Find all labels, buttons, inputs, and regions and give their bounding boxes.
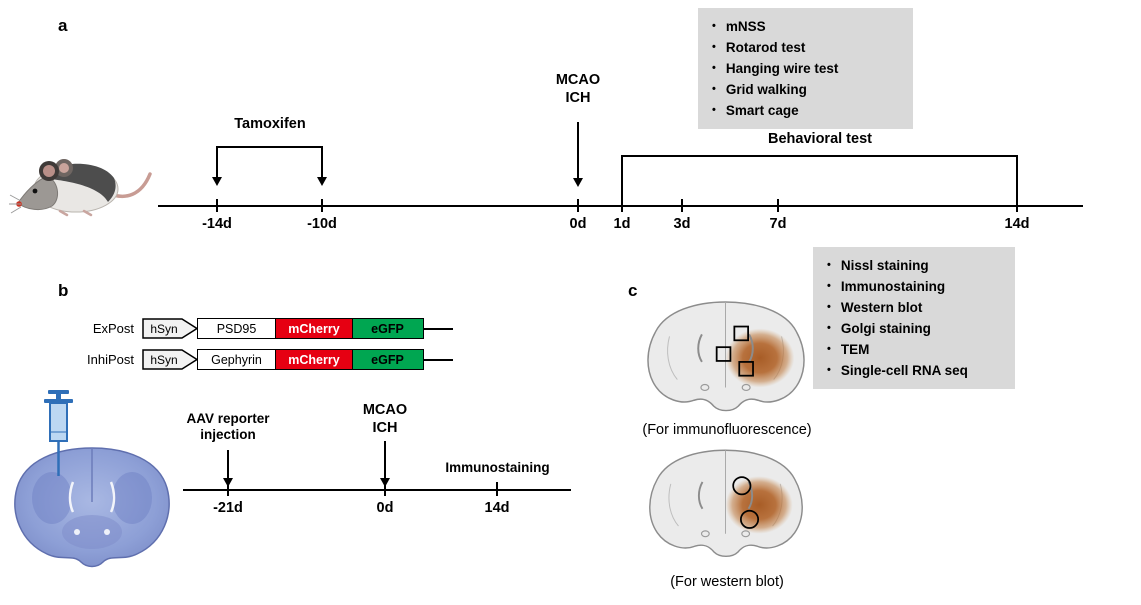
timeline-a-tick: [777, 199, 779, 212]
list-item: mNSS: [710, 16, 901, 37]
list-item-text: Smart cage: [725, 103, 799, 118]
tick-label: -10d: [307, 216, 337, 232]
egfp-box: eGFP: [351, 318, 424, 339]
timeline-a-tick: [321, 199, 323, 212]
mcherry-box: mCherry: [275, 349, 353, 370]
construct-name: InhiPost: [87, 352, 134, 367]
tamoxifen-label: Tamoxifen: [234, 116, 306, 132]
timeline-b-tick: [496, 482, 498, 496]
list-item: Golgi staining: [825, 318, 1003, 339]
coronal-brain-western-blot: [649, 449, 803, 558]
tick-label: -21d: [213, 500, 243, 516]
construct-backbone-line: [422, 327, 453, 330]
list-item-text: TEM: [840, 342, 870, 357]
sampling-circle: [740, 509, 760, 529]
list-item: Western blot: [825, 297, 1003, 318]
timeline-b-tick: [384, 482, 386, 496]
timeline-a-tick: [577, 199, 579, 212]
caption-western-blot: (For western blot): [670, 574, 784, 590]
tamoxifen-arrow: [321, 147, 323, 177]
list-item: Immunostaining: [825, 276, 1003, 297]
tick-label: 0d: [569, 216, 587, 232]
timeline-a: [158, 205, 1083, 207]
lesion-area: [725, 328, 795, 388]
mcao-arrowhead-b: [380, 478, 390, 487]
mcao-ich-label-a: MCAO ICH: [555, 72, 601, 106]
list-item: Hanging wire test: [710, 58, 901, 79]
sampling-square: [715, 346, 732, 362]
analysis-methods-box: Nissl staining Immunostaining Western bl…: [813, 247, 1015, 389]
syringe-icon: [44, 390, 73, 476]
tick-label: -14d: [202, 216, 232, 232]
construct-expost: ExPost hSyn PSD95 mCherry eGFP: [78, 318, 453, 339]
timeline-b-tick: [227, 482, 229, 496]
panel-c-label: c: [628, 281, 638, 300]
list-item-text: Grid walking: [725, 82, 807, 97]
list-item: TEM: [825, 339, 1003, 360]
list-item-text: Western blot: [840, 300, 923, 315]
egfp-box: eGFP: [351, 349, 424, 370]
tick-label: 0d: [376, 500, 394, 516]
construct-backbone-line: [422, 358, 453, 361]
mouse-illustration: [9, 159, 152, 217]
list-item-text: Hanging wire test: [725, 61, 839, 76]
timeline-b: [183, 489, 571, 491]
gene-box: Gephyrin: [196, 349, 277, 370]
mcao-arrowhead-a: [573, 178, 583, 187]
list-item: Nissl staining: [825, 255, 1003, 276]
aav-injection-label: AAV reporter injection: [186, 411, 270, 443]
promoter-box: hSyn: [142, 349, 198, 370]
tick-label: 14d: [1004, 216, 1030, 232]
timeline-a-tick: [681, 199, 683, 212]
promoter-text: hSyn: [150, 352, 178, 367]
caption-immunofluorescence: (For immunofluorescence): [642, 422, 812, 438]
tamoxifen-arrowhead: [317, 177, 327, 186]
promoter-box: hSyn: [142, 318, 198, 339]
list-item: Rotarod test: [710, 37, 901, 58]
sampling-square: [738, 361, 754, 377]
list-item-text: Single-cell RNA seq: [840, 363, 968, 378]
list-item-text: Rotarod test: [725, 40, 806, 55]
list-item: Grid walking: [710, 79, 901, 100]
tamoxifen-bracket: [216, 146, 323, 148]
construct-name: ExPost: [92, 321, 134, 336]
list-item-text: Nissl staining: [840, 258, 929, 273]
aav-arrowhead: [223, 478, 233, 487]
mcao-ich-label-b: MCAO ICH: [362, 402, 408, 436]
sampling-square: [733, 325, 749, 342]
list-item-text: Immunostaining: [840, 279, 946, 294]
tick-label: 14d: [484, 500, 510, 516]
mcao-arrow-b: [384, 441, 386, 478]
list-item: Single-cell RNA seq: [825, 360, 1003, 381]
list-item-text: Golgi staining: [840, 321, 931, 336]
list-item: Smart cage: [710, 100, 901, 121]
nissl-brain-injection-image: [14, 390, 170, 568]
tamoxifen-arrow: [216, 147, 218, 177]
gene-box: PSD95: [196, 318, 277, 339]
list-item-text: mNSS: [725, 19, 766, 34]
tick-label: 7d: [769, 216, 787, 232]
panel-b-label: b: [58, 281, 69, 300]
timeline-a-tick: [216, 199, 218, 212]
behavioral-test-label: Behavioral test: [768, 131, 872, 147]
immunostaining-label: Immunostaining: [445, 460, 550, 475]
tick-label: 3d: [673, 216, 691, 232]
tick-label: 1d: [613, 216, 631, 232]
lesion-area: [725, 476, 793, 534]
aav-arrow: [227, 450, 229, 478]
behavior-tests-box: mNSS Rotarod test Hanging wire test Grid…: [698, 8, 913, 129]
coronal-brain-immunofluorescence: [647, 301, 805, 412]
mcherry-box: mCherry: [275, 318, 353, 339]
mcao-arrow-a: [577, 122, 579, 178]
tamoxifen-arrowhead: [212, 177, 222, 186]
sampling-circle: [732, 476, 752, 496]
behavioral-test-bracket: [621, 155, 1018, 206]
construct-inhipost: InhiPost hSyn Gephyrin mCherry eGFP: [78, 349, 453, 370]
promoter-text: hSyn: [150, 321, 178, 336]
panel-a-label: a: [58, 16, 68, 35]
